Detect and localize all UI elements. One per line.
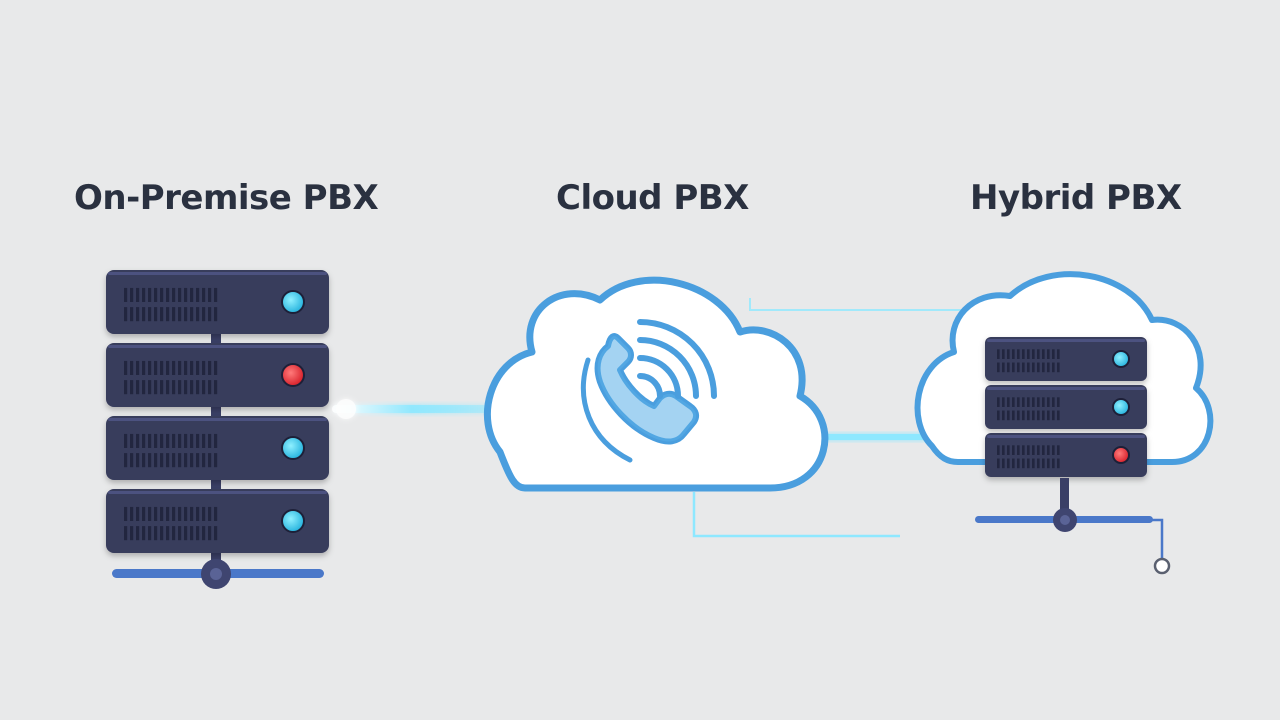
cloud-pbx-title: Cloud PBX — [556, 178, 749, 218]
on-premise-server-rack — [106, 270, 329, 589]
server-chassis — [985, 337, 1147, 381]
status-led-red — [1112, 446, 1130, 464]
server-chassis — [985, 433, 1147, 477]
phone-arc-accent — [580, 357, 633, 463]
cloud-bottom-line — [692, 492, 900, 538]
signal-waves-icon — [637, 319, 717, 399]
vent-grille — [997, 445, 1060, 469]
vent-grille — [124, 433, 218, 468]
status-led-blue — [281, 436, 305, 460]
cloud-hybrid-mid-beam — [818, 434, 930, 440]
onprem-cloud-beam — [332, 405, 492, 413]
vent-grille — [124, 506, 218, 541]
server-chassis — [985, 385, 1147, 429]
hybrid-pbx-title: Hybrid PBX — [970, 178, 1182, 218]
beam-origin-glow — [336, 399, 356, 419]
hybrid-pbx — [914, 271, 1214, 575]
onprem-server-unit — [106, 270, 329, 334]
onprem-server-unit — [106, 343, 329, 407]
vent-grille — [124, 360, 218, 395]
onprem-server-unit — [106, 489, 329, 553]
hybrid-server-unit — [985, 433, 1147, 477]
status-led-blue — [281, 290, 305, 314]
status-led-red — [281, 363, 305, 387]
cloud-pbx-cloud — [483, 276, 829, 492]
connector-lines — [332, 296, 975, 538]
vent-grille — [124, 287, 218, 322]
status-led-blue — [281, 509, 305, 533]
hybrid-endpoint-node — [1153, 557, 1171, 575]
vent-grille — [997, 397, 1060, 421]
phone-handset-icon — [594, 333, 700, 445]
on-premise-pbx-title: On-Premise PBX — [74, 178, 379, 218]
hybrid-server-unit — [985, 385, 1147, 429]
hybrid-stand — [1060, 478, 1069, 520]
vent-grille — [997, 349, 1060, 373]
status-led-blue — [1112, 398, 1130, 416]
cloud-hybrid-branch-line — [749, 298, 970, 311]
onprem-server-unit — [106, 416, 329, 480]
hybrid-drop-line — [1150, 518, 1164, 558]
hybrid-server-unit — [985, 337, 1147, 381]
status-led-blue — [1112, 350, 1130, 368]
